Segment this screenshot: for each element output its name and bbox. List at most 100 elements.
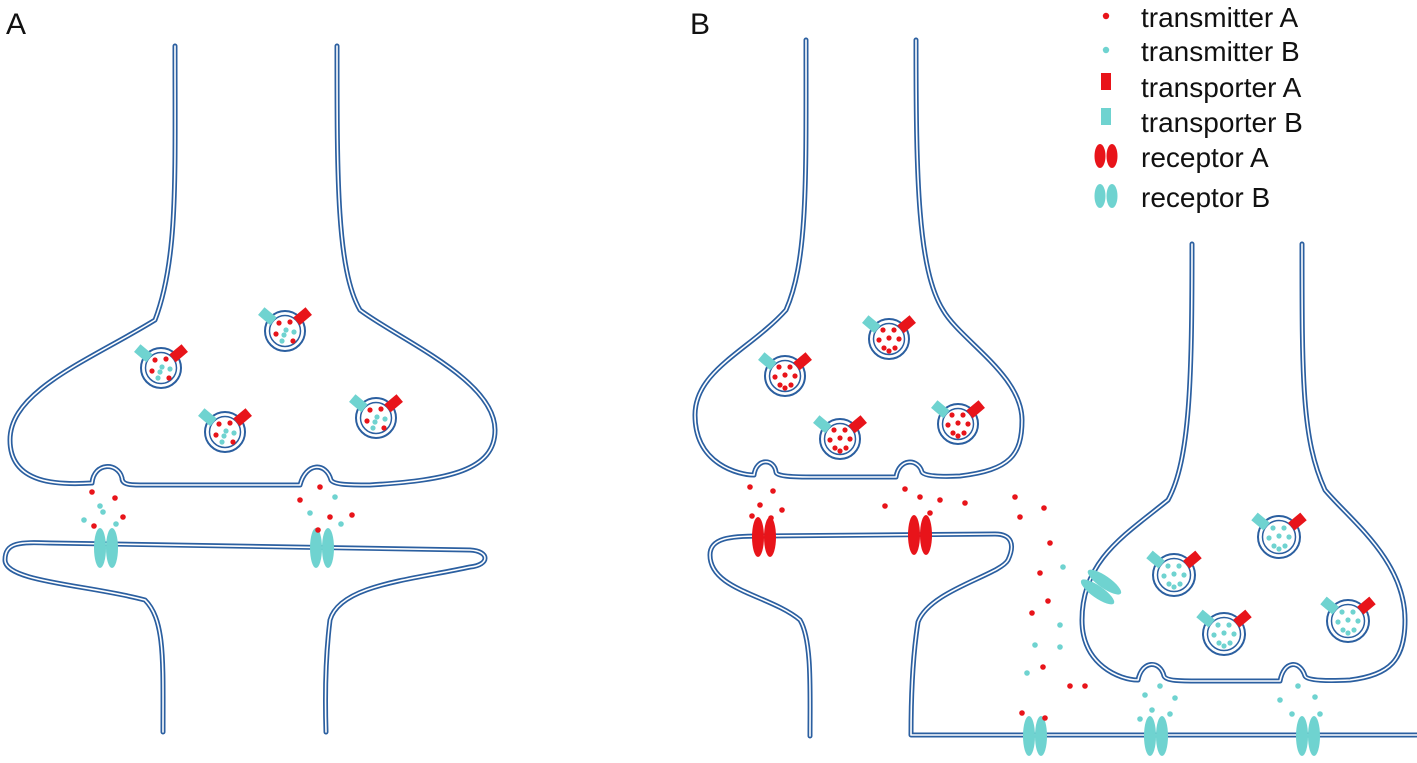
transmitter-a (837, 448, 843, 454)
transmitter-b (97, 503, 103, 509)
transmitter-a (364, 418, 370, 424)
transporter-a (848, 415, 867, 434)
transmitter-a (276, 320, 282, 326)
transmitter-a (902, 486, 908, 492)
transmitter-a (842, 427, 848, 433)
transmitter-b (223, 428, 229, 434)
transmitter-a (768, 515, 774, 521)
receptors (94, 515, 1320, 756)
transmitter-b (1345, 630, 1351, 636)
transmitter-b (1167, 711, 1173, 717)
transmitter-b (1227, 640, 1233, 646)
transmitter-b (283, 327, 289, 333)
receptor-b (1144, 716, 1168, 756)
transmitter-b (1317, 711, 1323, 717)
receptor-a (908, 515, 932, 555)
transmitter-b (167, 366, 173, 372)
vesicle (758, 352, 812, 397)
presynaptic-terminal-b2 (1079, 241, 1408, 684)
transmitter-b (281, 332, 287, 338)
transmitter-b (159, 364, 165, 370)
receptor-a-symbol (1094, 144, 1118, 168)
transmitter-b (1350, 609, 1356, 615)
vesicle (198, 408, 252, 453)
transporter-a (169, 344, 188, 363)
transmitter-a (782, 372, 788, 378)
vesicle (931, 400, 985, 445)
transmitter-b (1340, 627, 1346, 633)
transmitter-b (374, 414, 380, 420)
vesicles (134, 307, 1376, 656)
legend-item-receptor-b: receptor B (1094, 182, 1270, 213)
transmitter-a (788, 382, 794, 388)
transmitter-b (231, 430, 237, 436)
transporter-a (1233, 609, 1252, 628)
presynaptic-terminal-a (7, 43, 498, 488)
transmitter-a (961, 430, 967, 436)
legend-item-transporter-b: transporter B (1101, 107, 1303, 138)
transmitter-a (290, 338, 296, 344)
transmitter-a (1082, 683, 1088, 689)
transmitter-a (770, 488, 776, 494)
transmitter-b (1149, 707, 1155, 713)
vesicle (862, 315, 916, 360)
transmitter-a (779, 507, 785, 513)
transmitter-a (163, 356, 169, 362)
transporter-a (793, 352, 812, 371)
transporter-b-symbol (1101, 108, 1111, 125)
transmitter-a (1012, 494, 1018, 500)
receptor-a (752, 517, 776, 557)
transmitter-a (782, 385, 788, 391)
receptor-b (94, 528, 118, 568)
transmitter-a (1047, 540, 1053, 546)
transmitter-a (876, 337, 882, 343)
transmitter-b (307, 510, 313, 516)
transmitter-b (1221, 643, 1227, 649)
transmitter-a (378, 406, 384, 412)
transmitter-b (1216, 640, 1222, 646)
transmitter-b-symbol (1102, 46, 1110, 54)
transmitter-b (1161, 573, 1167, 579)
transmitter-a (1037, 570, 1043, 576)
transmitter-b (113, 521, 119, 527)
transporter-a-symbol (1101, 73, 1111, 90)
transmitter-b (157, 369, 163, 375)
transmitter-a (216, 421, 222, 427)
transmitter-b (1281, 525, 1287, 531)
legend-item-transmitter-b: transmitter B (1102, 36, 1300, 67)
transporter-b (931, 400, 950, 419)
vesicle (813, 415, 867, 460)
transmitter-a (891, 327, 897, 333)
legend-item-transporter-a: transporter A (1101, 72, 1302, 103)
transmitter-a (166, 375, 172, 381)
legend-label-receptor-a: receptor A (1141, 142, 1269, 173)
transporter-a (1357, 596, 1376, 615)
transmitter-a (1067, 683, 1073, 689)
transmitter-a (91, 523, 97, 529)
transmitters (81, 484, 1323, 722)
transmitter-a (917, 494, 923, 500)
transmitter-b (370, 425, 376, 431)
legend-item-receptor-a: receptor A (1094, 142, 1269, 173)
transporter-a (966, 400, 985, 419)
transmitter-a (747, 484, 753, 490)
legend-label-transmitter-b: transmitter B (1141, 36, 1300, 67)
transmitter-a (880, 327, 886, 333)
transmitter-b (1221, 630, 1227, 636)
transporter-b (1146, 550, 1165, 569)
transmitter-a (776, 364, 782, 370)
presynaptic-terminal-b1 (692, 37, 1025, 480)
transporter-a (233, 408, 252, 427)
transmitter-a (1017, 514, 1023, 520)
transporter-a (897, 315, 916, 334)
transmitter-b (100, 509, 106, 515)
transmitter-a (112, 495, 118, 501)
legend-label-receptor-b: receptor B (1141, 182, 1270, 213)
transmitter-a-symbol (1102, 12, 1110, 20)
transmitter-b (1032, 642, 1038, 648)
transmitter-b (1276, 533, 1282, 539)
transmitter-a (965, 421, 971, 427)
transmitter-b (1339, 609, 1345, 615)
transporter-b (813, 415, 832, 434)
membranes (2, 37, 1417, 739)
